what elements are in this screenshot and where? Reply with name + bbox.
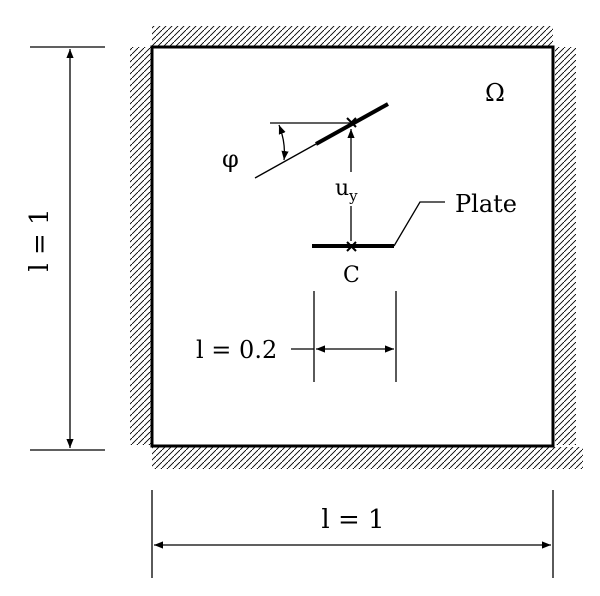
bottom-wall-hatching [152, 447, 583, 469]
center-marker [346, 241, 357, 252]
center-label: C [343, 263, 360, 288]
domain-label: Ω [485, 79, 505, 107]
plate-label: Plate [455, 190, 517, 218]
height-label: l = 1 [25, 208, 55, 271]
left-wall-hatching [130, 47, 151, 445]
right-wall-hatching [555, 47, 576, 445]
domain-boundary [150, 45, 555, 448]
rotated-plate-extension [254, 143, 317, 179]
plate-leader-line [393, 201, 445, 247]
width-label: l = 1 [321, 505, 384, 535]
top-wall-hatching [152, 26, 553, 46]
angle-label: φ [222, 145, 239, 173]
displacement-label: uy [335, 176, 358, 205]
plate-length-label: l = 0.2 [196, 336, 277, 364]
angle-arc [278, 124, 289, 161]
rotated-center-marker [346, 117, 357, 128]
displacement-subscript: y [348, 187, 358, 205]
displacement-label-bg [330, 172, 374, 206]
